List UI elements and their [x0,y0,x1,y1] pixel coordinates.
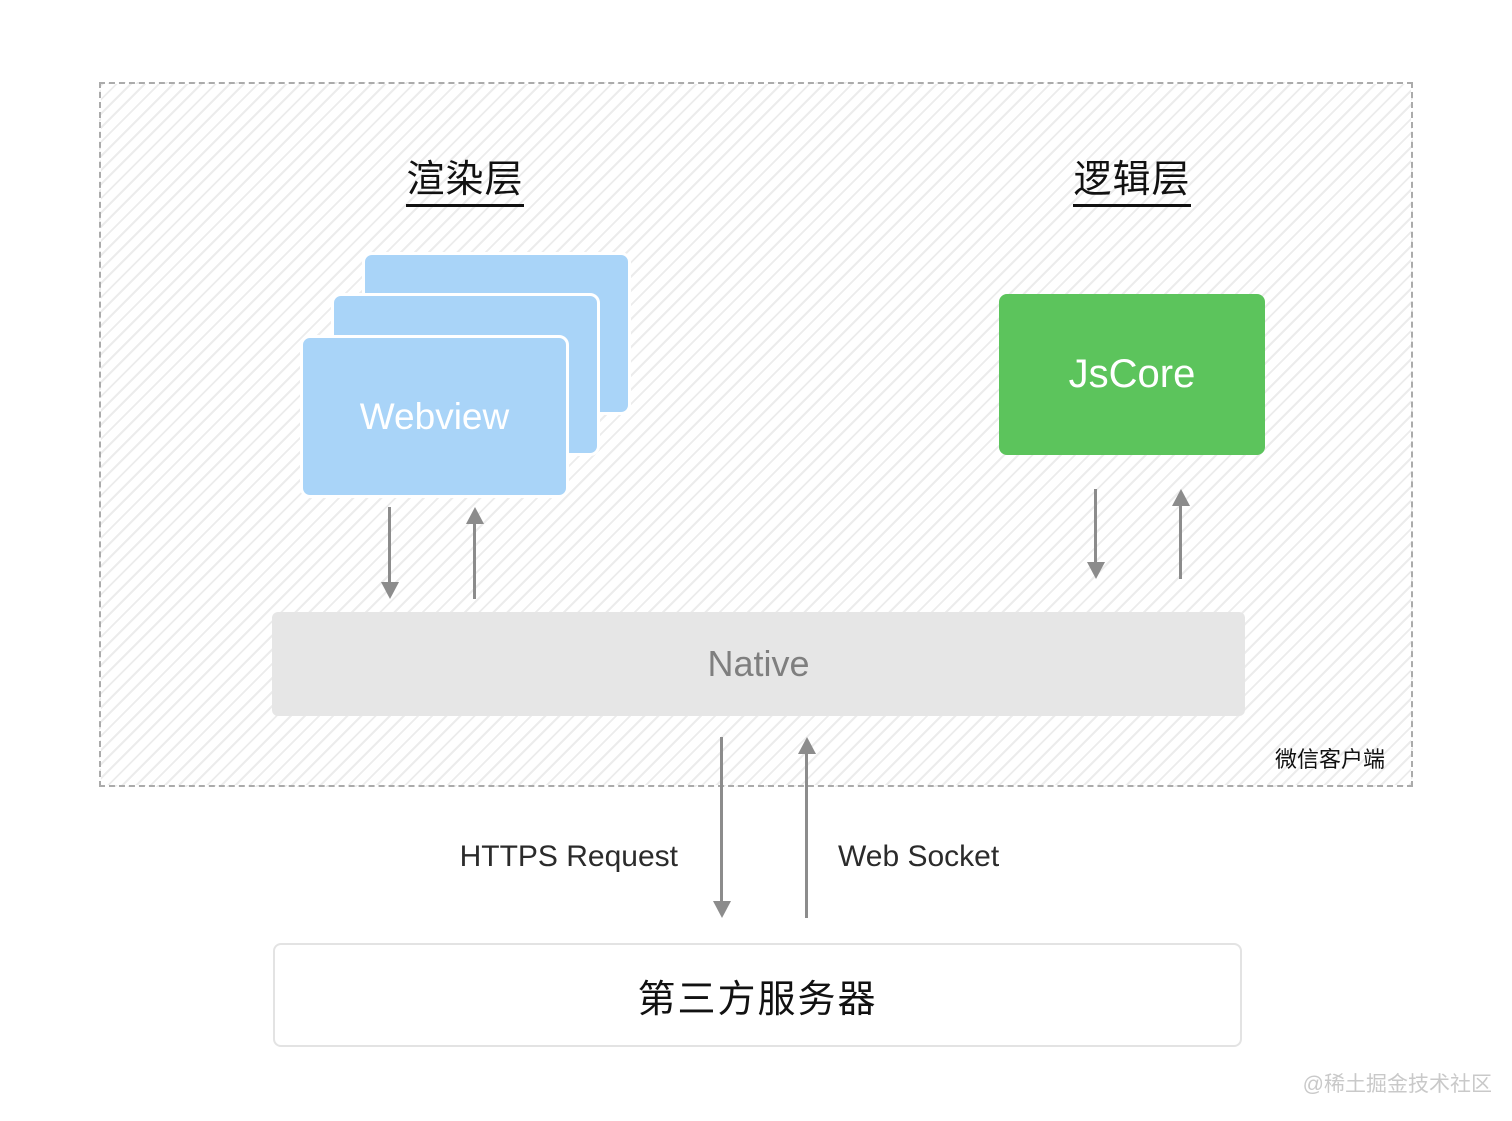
native-bar: Native [272,612,1245,716]
native-to-webview-arrow [473,523,476,599]
logic-layer-title: 逻辑层 [1022,148,1242,207]
third-party-server-label: 第三方服务器 [637,978,878,1021]
webview-card-front: Webview [300,335,569,498]
native-to-jscore-arrow [1179,505,1182,579]
web-socket-label: Web Socket [838,840,1000,873]
native-label: Native [707,643,810,684]
https-request-label: HTTPS Request [459,840,678,873]
jscore-box: JsCore [999,294,1265,455]
third-party-server-box: 第三方服务器 [273,943,1242,1047]
rendering-layer-title: 渲染层 [355,148,575,207]
rendering-layer-title-text: 渲染层 [406,159,524,207]
wechat-client-label: 微信客户端 [1274,747,1385,772]
https-request-arrow [720,737,723,902]
watermark: @稀土掘金技术社区 [1302,1073,1492,1096]
webview-to-native-arrow [388,507,391,583]
web-socket-arrow [805,753,808,918]
logic-layer-title-text: 逻辑层 [1073,159,1191,207]
jscore-to-native-arrow [1094,489,1097,563]
wechat-client-container: 渲染层 逻辑层 Webview JsCore Native 微信客户端 [99,82,1413,787]
webview-label: Webview [359,395,510,437]
jscore-label: JsCore [1068,352,1196,396]
